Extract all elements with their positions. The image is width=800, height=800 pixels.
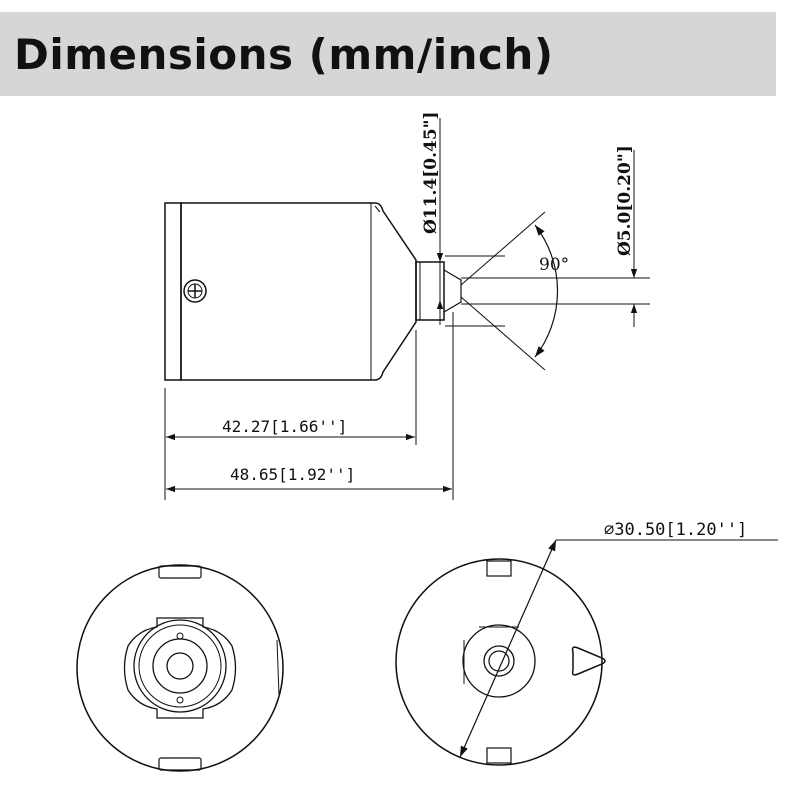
back-outer-circle <box>395 558 603 766</box>
front-lens-icon <box>166 652 194 680</box>
lens-cone <box>443 269 462 313</box>
length-total-label: 48.65[1.92''] <box>230 465 355 484</box>
back-view <box>395 539 778 766</box>
front-view <box>76 564 284 772</box>
camera-rear-cap <box>164 202 182 381</box>
back-diameter-label: ∅30.50[1.20''] <box>604 520 747 540</box>
lens-housing-diameter-label: Ø11.4[0.45"] <box>421 111 441 234</box>
side-view <box>164 118 650 500</box>
title-banner <box>0 12 776 96</box>
screw-icon <box>183 279 207 303</box>
page-title: Dimensions (mm/inch) <box>14 30 554 79</box>
lens-diameter-label: Ø5.0[0.20"] <box>615 145 635 256</box>
view-angle-arc <box>534 224 559 358</box>
front-outer-circle <box>76 564 284 772</box>
front-lens-bracket <box>123 617 237 719</box>
length-body-label: 42.27[1.66''] <box>222 417 347 436</box>
view-angle-label: 90° <box>539 255 569 275</box>
camera-body <box>180 202 417 381</box>
back-diameter-leader <box>459 539 557 758</box>
triangle-indicator-icon <box>571 646 606 676</box>
